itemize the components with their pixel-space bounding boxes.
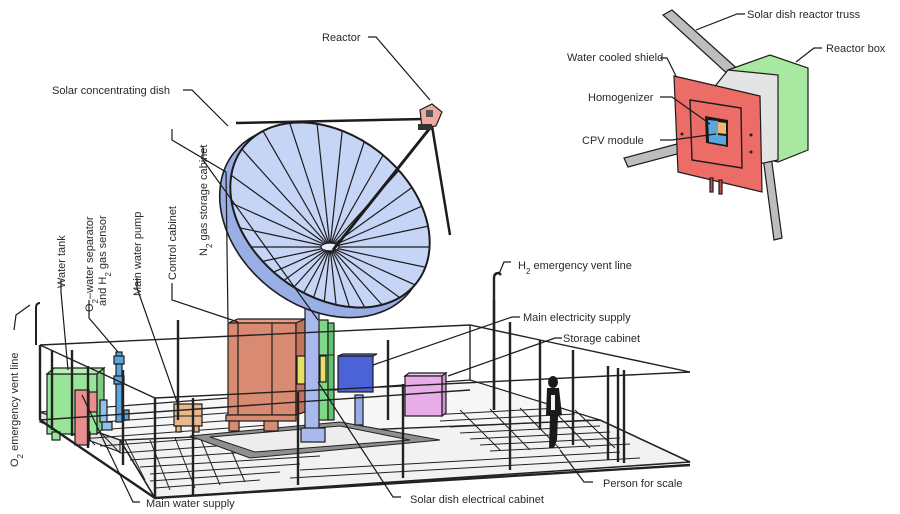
- label-water-tank: Water tank: [56, 235, 68, 288]
- labels: Reactor Solar concentrating dish N2 gas …: [9, 9, 886, 510]
- dish-rib: [194, 84, 331, 248]
- dish-rib: [329, 246, 358, 346]
- dish-rib: [199, 84, 331, 248]
- reactor-detail-inset: [623, 9, 809, 241]
- dish-rib: [329, 246, 461, 346]
- reactor: [418, 103, 443, 130]
- cpv-module: [718, 122, 726, 134]
- label-inset-cpv: CPV module: [582, 135, 644, 147]
- dish-rib: [302, 246, 331, 346]
- dish-rib: [249, 84, 331, 248]
- dish-rib: [329, 246, 411, 346]
- label-storage-cabinet: Storage cabinet: [563, 333, 640, 345]
- label-inset-homogenizer: Homogenizer: [588, 92, 654, 104]
- h2-gas-sensor: [113, 351, 130, 423]
- storage-cabinet: [403, 371, 448, 418]
- label-reactor: Reactor: [322, 32, 361, 44]
- dish-rib: [199, 246, 331, 346]
- label-solar-dish-electrical-cabinet: Solar dish electrical cabinet: [410, 494, 544, 506]
- main-electricity-supply-box: [337, 353, 378, 426]
- label-main-water-supply: Main water supply: [146, 498, 235, 510]
- leader-lines: [13, 13, 822, 503]
- o2-emergency-vent-pipe: [35, 302, 41, 345]
- label-inset-truss: Solar dish reactor truss: [747, 9, 861, 21]
- person-for-scale: [546, 376, 562, 448]
- label-h2-vent: H2 emergency vent line: [518, 260, 632, 276]
- label-main-water-pump: Main water pump: [132, 212, 144, 296]
- label-main-electricity-supply: Main electricity supply: [523, 312, 631, 324]
- reactor-truss: [235, 117, 452, 251]
- dish-rib: [249, 246, 331, 346]
- o2-water-separator: [74, 389, 113, 446]
- label-inset-reactor-box: Reactor box: [826, 43, 886, 55]
- label-inset-shield: Water cooled shield: [567, 52, 663, 64]
- label-person-for-scale: Person for scale: [603, 478, 682, 490]
- label-o2-vent: O2 emergency vent line: [9, 352, 25, 467]
- label-separator-line1: O2–water separator: [84, 216, 100, 312]
- label-separator-line2: and H2 gas sensor: [97, 215, 113, 306]
- label-solar-dish: Solar concentrating dish: [52, 85, 170, 97]
- label-control-cabinet: Control cabinet: [167, 206, 179, 280]
- label-n2-cabinet: N2 gas storage cabinet: [198, 145, 214, 256]
